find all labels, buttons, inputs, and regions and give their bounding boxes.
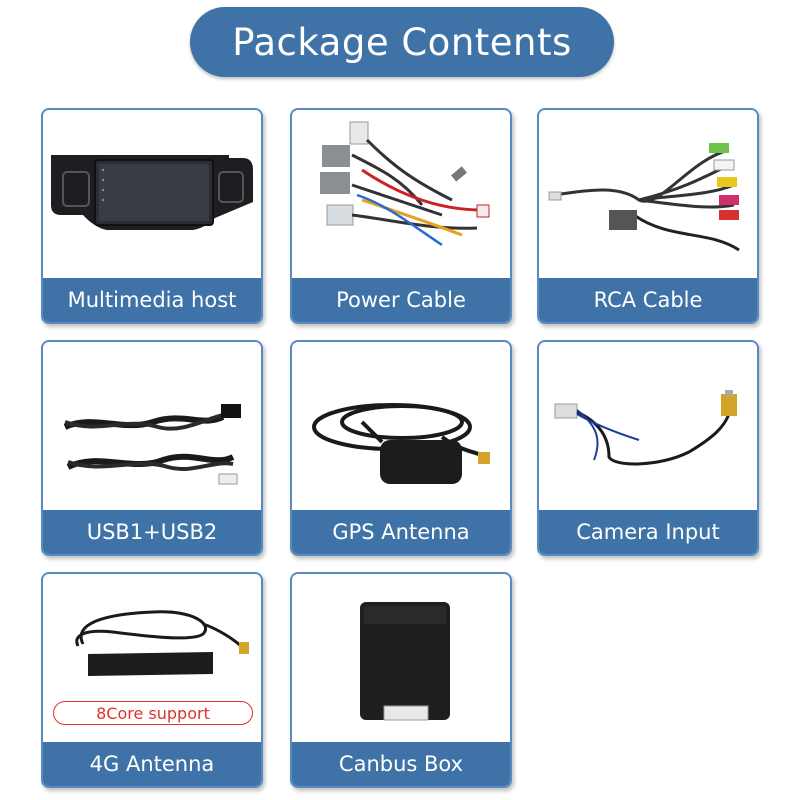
item-label: RCA Cable <box>539 278 757 322</box>
item-label: GPS Antenna <box>292 510 510 554</box>
rca-cable-image <box>548 143 740 252</box>
core-support-badge: 8Core support <box>53 701 253 725</box>
item-label: 4G Antenna <box>43 742 261 786</box>
item-card-gps-antenna: GPS Antenna <box>290 340 512 556</box>
item-label: Canbus Box <box>292 742 510 786</box>
canbus-box-image <box>360 602 450 721</box>
page-title: Package Contents <box>190 7 614 77</box>
item-card-usb: USB1+USB2 <box>41 340 263 556</box>
multimedia-host-image <box>51 155 253 230</box>
4g-antenna-image <box>75 610 249 676</box>
usb-cable-image <box>63 404 241 485</box>
item-card-canbus-box: Canbus Box <box>290 572 512 788</box>
camera-input-image <box>554 390 737 466</box>
item-card-camera-input: Camera Input <box>537 340 759 556</box>
item-label: Power Cable <box>292 278 510 322</box>
item-card-rca-cable: RCA Cable <box>537 108 759 324</box>
item-label: USB1+USB2 <box>43 510 261 554</box>
item-label: Multimedia host <box>43 278 261 322</box>
item-card-multimedia-host: Multimedia host <box>41 108 263 324</box>
power-cable-image <box>320 121 490 247</box>
item-card-power-cable: Power Cable <box>290 108 512 324</box>
item-label: Camera Input <box>539 510 757 554</box>
gps-antenna-image <box>312 403 490 484</box>
item-card-4g-antenna: 8Core support 4G Antenna <box>41 572 263 788</box>
